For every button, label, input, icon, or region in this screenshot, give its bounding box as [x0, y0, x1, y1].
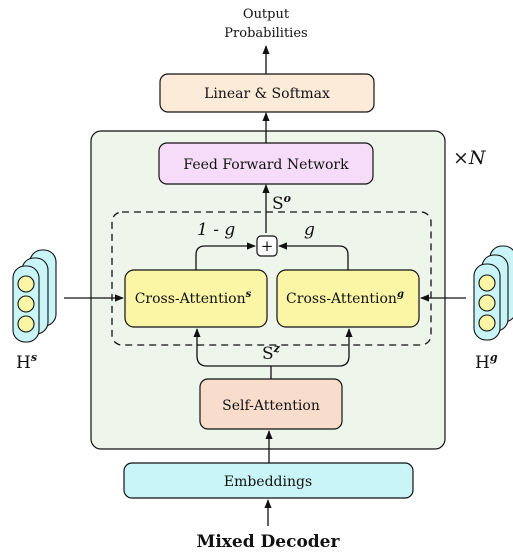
- h-s-superscript: s: [31, 351, 37, 364]
- arrow-cross-g-to-plus: [278, 242, 349, 270]
- cross-attention-g-label: Cross-Attentiong: [286, 289, 404, 307]
- arrow-sz-to-cross-g: [271, 328, 353, 367]
- encoder-s-stack: [12, 249, 57, 343]
- plus-node: [256, 235, 278, 257]
- feed-forward-block: [158, 142, 374, 185]
- output-label-line1: Output: [243, 7, 290, 22]
- gating-region: [111, 211, 432, 346]
- h-s-label: Hs: [16, 351, 37, 373]
- arrow-sz-to-cross-s: [193, 328, 271, 367]
- linear-softmax-block: [159, 73, 375, 113]
- encoder-g-stack: [473, 245, 513, 341]
- s-o-label: So: [272, 192, 291, 214]
- feed-forward-label: Feed Forward Network: [183, 157, 349, 173]
- plus-icon: +: [261, 237, 274, 255]
- cross-attention-s-block: [124, 269, 268, 328]
- self-attention-label: Self-Attention: [222, 398, 320, 414]
- repeat-n-label: ×N: [453, 147, 487, 169]
- cross-attention-s-superscript: s: [246, 289, 252, 300]
- encoder-g-node: [478, 314, 496, 332]
- encoder-s-node: [17, 275, 35, 293]
- h-g-label: Hg: [475, 351, 498, 373]
- encoder-g-node: [478, 294, 496, 312]
- self-attention-block: [199, 378, 343, 430]
- one-minus-g-label: 1 - g: [197, 220, 235, 240]
- cross-attention-g-superscript: g: [397, 289, 404, 300]
- embeddings-block: [123, 462, 414, 499]
- decoder-layer-container: [90, 130, 446, 450]
- linear-softmax-label: Linear & Softmax: [204, 86, 330, 102]
- arrow-cross-s-to-plus: [195, 242, 256, 270]
- output-label-line2: Probabilities: [224, 26, 307, 41]
- diagram-title: Mixed Decoder: [197, 532, 341, 552]
- encoder-g-node: [478, 274, 496, 292]
- encoder-s-node: [17, 295, 35, 313]
- h-g-superscript: g: [490, 351, 498, 364]
- cross-attention-g-block: [276, 269, 420, 328]
- s-z-superscript: z: [273, 342, 281, 355]
- encoder-s-node: [17, 315, 35, 333]
- s-z-label: Sz: [262, 342, 281, 364]
- g-label: g: [304, 220, 315, 240]
- s-o-superscript: o: [284, 192, 291, 205]
- embeddings-label: Embeddings: [224, 474, 312, 490]
- cross-attention-s-label: Cross-Attentions: [135, 289, 252, 307]
